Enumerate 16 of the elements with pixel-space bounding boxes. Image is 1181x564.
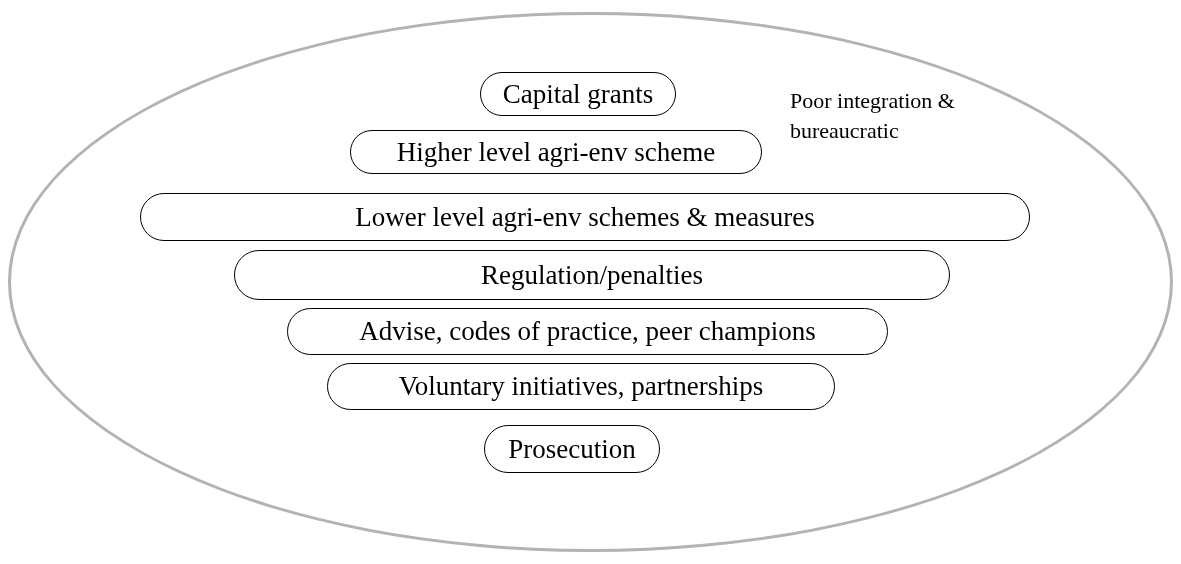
node-label: Advise, codes of practice, peer champions <box>359 316 816 347</box>
pill-shape <box>480 72 676 116</box>
node-label: Voluntary initiatives, partnerships <box>398 371 764 402</box>
pill-shape <box>287 308 888 355</box>
node-label: Lower level agri-env schemes & measures <box>355 201 815 233</box>
note-text: Poor integration & bureaucratic <box>790 87 956 145</box>
pill-shape <box>484 425 660 473</box>
node-label: Higher level agri-env scheme <box>396 136 716 168</box>
node-label: Prosecution <box>508 433 636 465</box>
pill-shape <box>327 363 835 410</box>
pill-shape <box>140 193 1030 241</box>
node-label: Capital grants <box>502 78 654 110</box>
pill-shape <box>350 130 762 174</box>
pill-shape <box>234 250 950 300</box>
outer-ellipse <box>8 12 1173 552</box>
node-label: Regulation/penalties <box>481 259 703 291</box>
